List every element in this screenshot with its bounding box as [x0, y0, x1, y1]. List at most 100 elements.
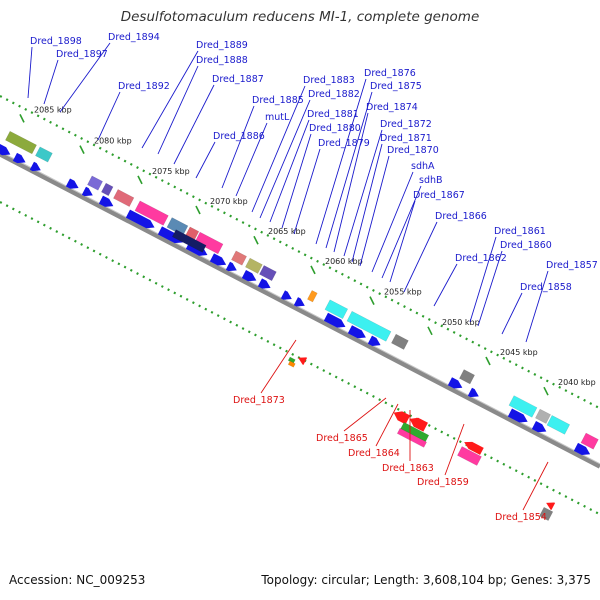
- gene-label-sdhb: sdhB: [419, 175, 443, 186]
- feature-block: [87, 175, 103, 191]
- feature-block: [346, 310, 392, 342]
- cds-arrow: [241, 270, 257, 282]
- cds-arrow: [280, 290, 292, 300]
- gene-label-dred_1860: Dred_1860: [500, 240, 552, 251]
- reverse-feature: [409, 417, 428, 432]
- reverse-feature: [287, 360, 296, 368]
- leader-line: [221, 105, 255, 189]
- tick-label: 2075 kbp: [152, 167, 190, 176]
- leader-line: [260, 339, 297, 394]
- reverse-feature: [396, 427, 427, 448]
- cds-arrow: [447, 377, 463, 389]
- leader-line: [315, 78, 367, 245]
- cds-arrow: [507, 408, 528, 423]
- feature-block: [171, 229, 207, 253]
- cds-arrow: [323, 312, 346, 328]
- cds-arrow: [293, 297, 305, 307]
- feature-block: [87, 175, 103, 191]
- feature-block: [391, 333, 409, 350]
- feature-block: [171, 229, 207, 253]
- cds-arrow: [98, 195, 114, 207]
- reverse-feature: [393, 411, 411, 425]
- cds-arrow: [225, 261, 237, 272]
- leader-line: [141, 50, 199, 149]
- tick-line: [195, 205, 201, 215]
- cds-arrow: [367, 335, 381, 346]
- cds-arrow: [293, 297, 305, 307]
- tick-line: [310, 265, 316, 275]
- feature-block: [580, 432, 599, 450]
- guide-dots: [0, 95, 600, 410]
- leader-line: [371, 171, 414, 273]
- gene-label-dred_1862: Dred_1862: [455, 253, 507, 264]
- tick-label: 2065 kbp: [268, 227, 306, 236]
- feature-block: [166, 217, 189, 236]
- cds-arrow: [257, 278, 271, 289]
- cds-arrow: [507, 408, 528, 423]
- leader-line: [359, 155, 390, 267]
- feature-block: [391, 333, 409, 350]
- reverse-feature: [298, 357, 308, 365]
- feature-block: [166, 217, 189, 236]
- cds-arrow: [241, 270, 257, 282]
- gene-label-dred_1854: Dred_1854: [495, 512, 547, 523]
- cds-arrow: [257, 278, 271, 289]
- gene-label-dred_1886: Dred_1886: [213, 131, 265, 142]
- gene-label-dred_1875: Dred_1875: [370, 81, 422, 92]
- label-leaders: [27, 42, 549, 511]
- leader-line: [501, 292, 523, 335]
- tick-label: 2085 kbp: [34, 105, 72, 114]
- feature-block: [546, 415, 571, 435]
- feature-block: [35, 146, 53, 163]
- reverse-feature: [298, 357, 308, 365]
- reverse-feature: [393, 411, 411, 425]
- leader-line: [444, 423, 465, 476]
- leader-line: [325, 91, 373, 249]
- gene-label-dred_1863: Dred_1863: [382, 463, 434, 474]
- cds-arrow: [347, 325, 366, 339]
- leader-line: [375, 403, 399, 447]
- leader-line: [27, 46, 33, 99]
- feature-block: [35, 146, 53, 163]
- tick-line: [427, 326, 433, 336]
- reverse-feature: [457, 446, 482, 466]
- gene-label-dred_1859: Dred_1859: [417, 477, 469, 488]
- cds-arrow: [12, 152, 26, 164]
- reverse-feature: [409, 417, 428, 432]
- cds-arrow: [447, 377, 463, 389]
- feature-block: [113, 189, 135, 207]
- gene-label-dred_1873: Dred_1873: [233, 395, 285, 406]
- cds-arrow: [347, 325, 366, 339]
- cds-arrow: [65, 178, 79, 189]
- feature-block: [259, 265, 277, 282]
- cds-arrow: [573, 442, 591, 456]
- leader-line: [235, 122, 268, 197]
- guide-dots: [0, 201, 600, 516]
- cds-arrow: [81, 186, 93, 197]
- track-guides: [0, 95, 600, 516]
- reverse-feature: [396, 427, 427, 448]
- feature-block: [508, 395, 538, 418]
- leader-line: [343, 397, 387, 432]
- gene-label-dred_1870: Dred_1870: [387, 145, 439, 156]
- feature-block: [324, 299, 349, 320]
- feature-block: [194, 231, 224, 255]
- cds-arrow: [367, 335, 381, 346]
- gene-label-dred_1887: Dred_1887: [212, 74, 264, 85]
- gene-label-dred_1876: Dred_1876: [364, 68, 416, 79]
- reverse-feature: [539, 506, 554, 522]
- cds-arrow: [29, 161, 41, 172]
- feature-block: [508, 395, 538, 418]
- feature-block: [5, 130, 37, 155]
- map-title: Desulfotomaculum reducens MI-1, complete…: [120, 9, 480, 25]
- cds-arrow: [531, 421, 547, 433]
- cds-arrow: [467, 387, 479, 398]
- leader-line: [522, 461, 549, 511]
- feature-blocks: [0, 130, 599, 522]
- leader-line: [477, 250, 503, 327]
- cds-arrow: [467, 387, 479, 398]
- leader-line: [389, 200, 416, 283]
- cds-arrow: [531, 421, 547, 433]
- tick-label: 2080 kbp: [94, 137, 132, 146]
- leader-line: [195, 141, 216, 179]
